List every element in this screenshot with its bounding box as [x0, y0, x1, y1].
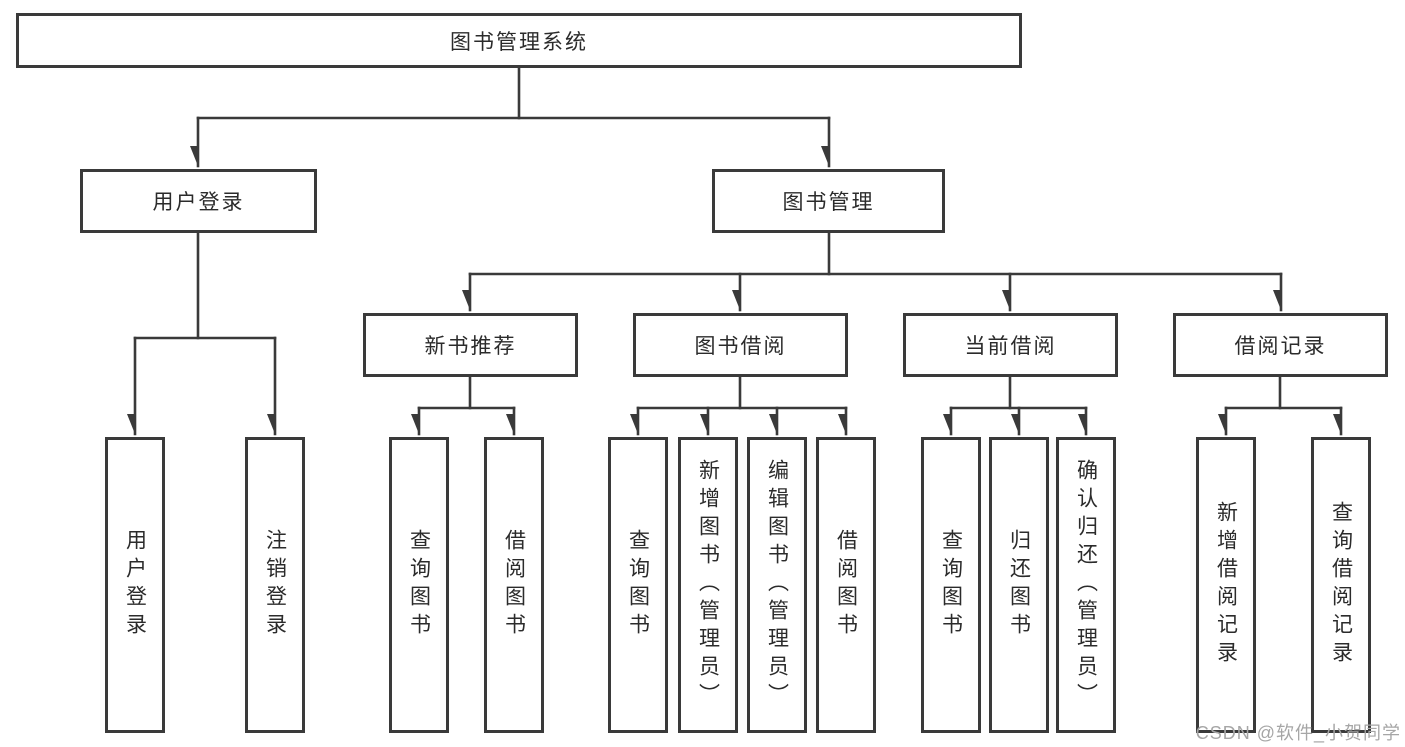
leaf-recommend-query-books: 查询图书 — [389, 437, 449, 733]
leaf-confirm-return-admin-label: 确认归还（管理员） — [1074, 459, 1098, 711]
leaf-query-borrow-record: 查询借阅记录 — [1311, 437, 1371, 733]
node-borrowing-records: 借阅记录 — [1173, 313, 1388, 377]
node-user-login-branch-label: 用户登录 — [152, 191, 245, 214]
leaf-logout: 注销登录 — [245, 437, 305, 733]
leaf-add-borrow-record-label: 新增借阅记录 — [1214, 501, 1238, 669]
node-book-management-branch: 图书管理 — [712, 169, 945, 233]
leaf-logout-label: 注销登录 — [263, 529, 287, 641]
leaf-add-books-admin: 新增图书（管理员） — [678, 437, 738, 733]
leaf-borrow-query-books: 查询图书 — [608, 437, 668, 733]
leaf-user-login-label: 用户登录 — [123, 529, 147, 641]
leaf-confirm-return-admin: 确认归还（管理员） — [1056, 437, 1116, 733]
node-book-borrowing: 图书借阅 — [633, 313, 848, 377]
node-user-login-branch: 用户登录 — [80, 169, 317, 233]
leaf-return-books: 归还图书 — [989, 437, 1049, 733]
node-borrowing-records-label: 借阅记录 — [1234, 335, 1327, 358]
node-book-borrowing-label: 图书借阅 — [694, 335, 787, 358]
leaf-current-query-books-label: 查询图书 — [939, 529, 963, 641]
node-new-book-recommendation-label: 新书推荐 — [424, 335, 517, 358]
leaf-edit-books-admin-label: 编辑图书（管理员） — [765, 459, 789, 711]
leaf-borrow-query-books-label: 查询图书 — [626, 529, 650, 641]
leaf-query-borrow-record-label: 查询借阅记录 — [1329, 501, 1353, 669]
leaf-recommend-borrow-books-label: 借阅图书 — [502, 529, 526, 641]
node-root-library-management-system: 图书管理系统 — [16, 13, 1022, 68]
leaf-add-books-admin-label: 新增图书（管理员） — [696, 459, 720, 711]
node-current-borrowing: 当前借阅 — [903, 313, 1118, 377]
leaf-current-query-books: 查询图书 — [921, 437, 981, 733]
node-new-book-recommendation: 新书推荐 — [363, 313, 578, 377]
leaf-recommend-borrow-books: 借阅图书 — [484, 437, 544, 733]
leaf-borrow-books: 借阅图书 — [816, 437, 876, 733]
node-current-borrowing-label: 当前借阅 — [964, 335, 1057, 358]
leaf-user-login: 用户登录 — [105, 437, 165, 733]
csdn-watermark: CSDN @软件_小贺同学 — [1195, 723, 1401, 743]
leaf-borrow-books-label: 借阅图书 — [834, 529, 858, 641]
leaf-return-books-label: 归还图书 — [1007, 529, 1031, 641]
leaf-edit-books-admin: 编辑图书（管理员） — [747, 437, 807, 733]
leaf-recommend-query-books-label: 查询图书 — [407, 529, 431, 641]
leaf-add-borrow-record: 新增借阅记录 — [1196, 437, 1256, 733]
node-book-management-branch-label: 图书管理 — [782, 191, 875, 214]
node-root-label: 图书管理系统 — [450, 30, 588, 54]
